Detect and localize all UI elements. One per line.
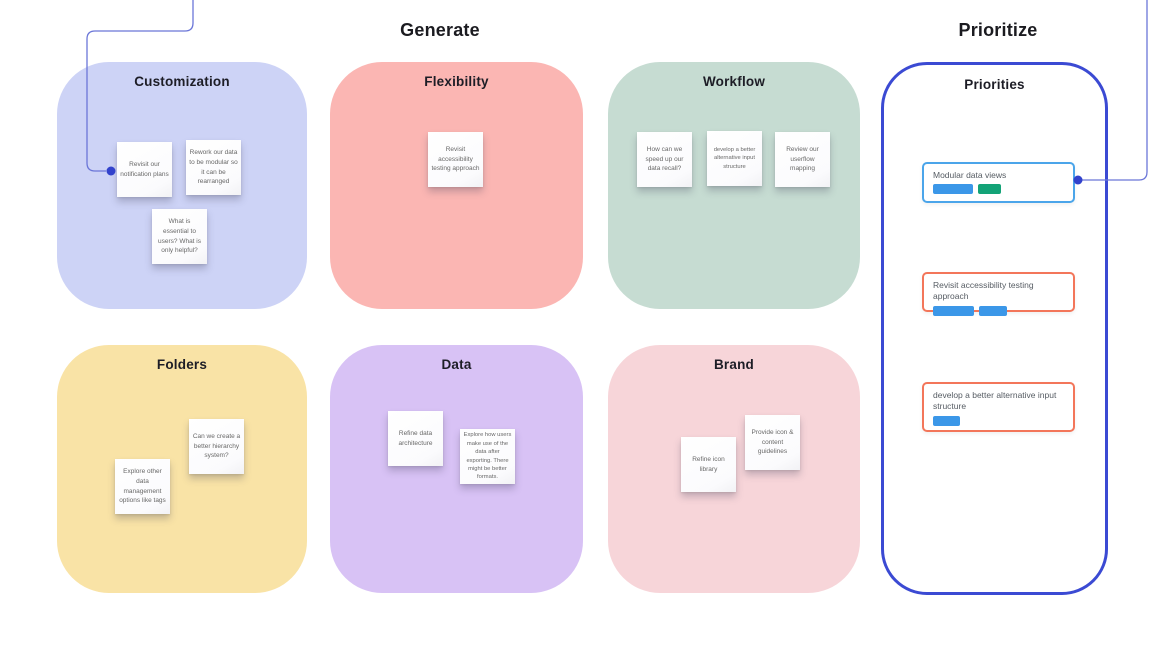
section-brand[interactable]: Brand Refine icon library Provide icon &… — [608, 345, 860, 593]
section-data[interactable]: Data Refine data architecture Explore ho… — [330, 345, 583, 593]
vote-bars — [933, 305, 1064, 316]
vote-bar-blue[interactable] — [933, 415, 960, 426]
section-customization-title: Customization — [134, 74, 230, 89]
prioritize-heading: Prioritize — [958, 20, 1038, 40]
sticky-note[interactable]: Revisit accessibility testing approach — [428, 132, 483, 187]
sticky-note[interactable]: develop a better alternative input struc… — [707, 131, 762, 186]
sticky-note[interactable]: Refine icon library — [681, 437, 736, 492]
sticky-note[interactable]: Revisit our notification plans — [117, 142, 172, 197]
sticky-note[interactable]: Rework our data to be modular so it can … — [186, 140, 241, 195]
section-folders[interactable]: Folders Can we create a better hierarchy… — [57, 345, 307, 593]
sticky-note[interactable]: Provide icon & content guidelines — [745, 415, 800, 470]
vote-bar-blue[interactable] — [933, 305, 974, 316]
priorities-title: Priorities — [964, 77, 1025, 92]
vote-bar-green[interactable] — [978, 184, 1001, 195]
priority-card-modular-data-views[interactable]: Modular data views — [922, 162, 1075, 203]
section-flexibility[interactable]: Flexibility Revisit accessibility testin… — [330, 62, 583, 309]
sticky-note[interactable]: How can we speed up our data recall? — [637, 132, 692, 187]
section-folders-title: Folders — [156, 357, 208, 372]
sticky-note[interactable]: Explore how users make use of the data a… — [460, 429, 515, 484]
vote-bars — [933, 415, 1064, 426]
priority-card-label: Modular data views — [933, 170, 1007, 180]
priority-card-alternative-input[interactable]: develop a better alternative input struc… — [922, 382, 1075, 432]
section-workflow[interactable]: Workflow How can we speed up our data re… — [608, 62, 860, 309]
section-workflow-title: Workflow — [702, 74, 766, 89]
vote-bar-blue[interactable] — [933, 184, 973, 195]
sticky-note[interactable]: Review our userflow mapping — [775, 132, 830, 187]
priorities-container[interactable]: Priorities Modular data views Revisit ac… — [881, 62, 1108, 595]
vote-bars — [933, 184, 1064, 195]
generate-heading: Generate — [400, 20, 480, 40]
priority-card-accessibility-testing[interactable]: Revisit accessibility testing approach — [922, 272, 1075, 316]
sticky-note[interactable]: Refine data architecture — [388, 411, 443, 466]
priority-card-label: develop a better alternative input struc… — [933, 390, 1057, 412]
priority-card-label: Revisit accessibility testing approach — [933, 280, 1034, 302]
vote-bar-blue[interactable] — [979, 305, 1007, 316]
sticky-note[interactable]: What is essential to users? What is only… — [152, 209, 207, 264]
section-customization[interactable]: Customization Revisit our notification p… — [57, 62, 307, 309]
section-flexibility-title: Flexibility — [424, 74, 489, 89]
section-brand-title: Brand — [713, 357, 754, 372]
sticky-note[interactable]: Explore other data management options li… — [115, 459, 170, 514]
section-data-title: Data — [441, 357, 472, 372]
sticky-note[interactable]: Can we create a better hierarchy system? — [189, 419, 244, 474]
